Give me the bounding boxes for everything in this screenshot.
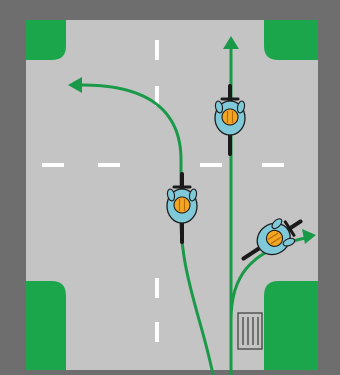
- arrow-right-icon: [302, 229, 316, 244]
- corner-top-right: [264, 20, 318, 60]
- lane-markings: [42, 40, 284, 342]
- arrow-up-icon: [223, 36, 239, 49]
- corner-bottom-left: [26, 281, 66, 370]
- arrow-left-icon: [68, 77, 82, 93]
- drain-grate-icon: [237, 312, 263, 350]
- corner-bottom-right: [264, 281, 318, 370]
- corner-top-left: [26, 20, 66, 60]
